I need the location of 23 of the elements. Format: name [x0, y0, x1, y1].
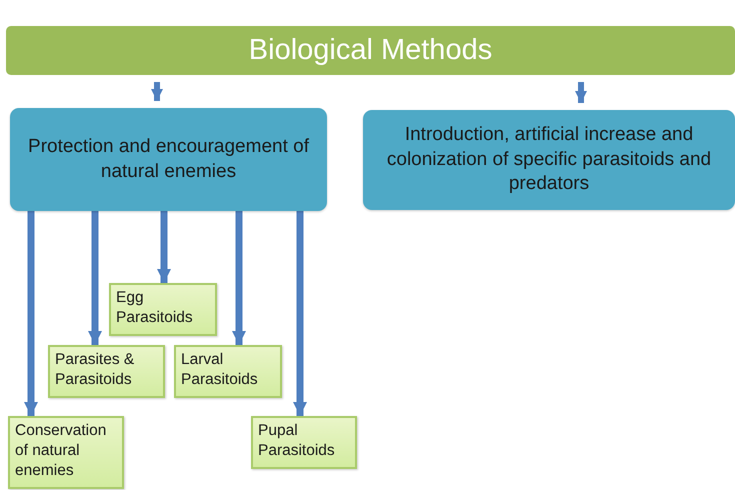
- method-box: [174, 345, 282, 398]
- arrow: [88, 211, 102, 345]
- arrow: [157, 211, 171, 283]
- category-box: [363, 110, 735, 210]
- node-label: Larval Parasitoids: [181, 350, 259, 390]
- node-label: Parasites & Parasitoids: [55, 350, 136, 390]
- node-label: Introduction, artificial increase and colonization of specific parasitoids and predators: [386, 122, 712, 196]
- title-banner: [6, 26, 735, 75]
- node-label: Conservation of natural enemies: [15, 421, 108, 482]
- method-box: [251, 416, 357, 469]
- method-box: [8, 416, 124, 489]
- arrow: [24, 211, 38, 416]
- arrow: [575, 82, 587, 103]
- method-box: [109, 283, 217, 336]
- category-box: [10, 108, 327, 211]
- node-label: Egg Parasitoids: [116, 288, 194, 328]
- arrow: [151, 82, 163, 101]
- node-label: Biological Methods: [248, 34, 492, 67]
- method-box: [48, 345, 165, 398]
- arrow: [293, 211, 307, 416]
- arrow: [232, 211, 246, 345]
- node-label: Protection and encouragement of natural enemies: [27, 134, 310, 184]
- node-label: Pupal Parasitoids: [258, 421, 336, 462]
